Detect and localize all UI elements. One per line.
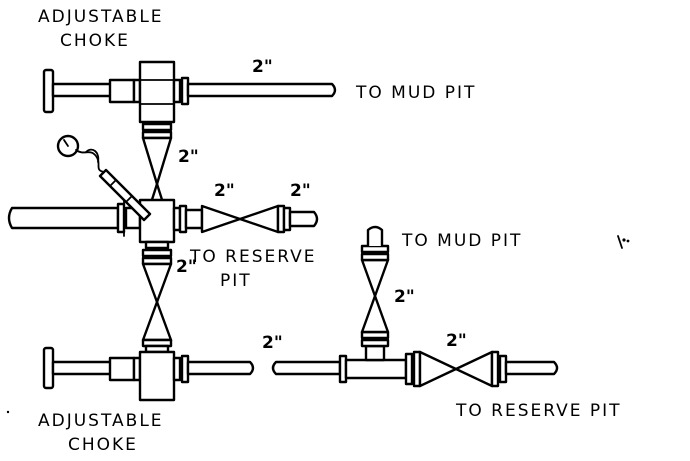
bottom-tee-body	[344, 358, 408, 380]
scan-dot	[6, 410, 10, 414]
label-to-mud-pit-top: TO MUD PIT	[355, 83, 476, 103]
bottom-choke-body	[108, 356, 136, 382]
label-adjustable-choke-top-2: CHOKE	[60, 31, 130, 51]
label-to-reserve-pit-bottom: TO RESERVE PIT	[455, 401, 622, 421]
bottom-right-outlet-pipe	[504, 360, 559, 376]
bottom-cross-fitting	[138, 350, 176, 402]
size-upper-vertical: 2"	[178, 147, 199, 167]
size-lower-vertical: 2"	[176, 257, 197, 277]
size-bottom-connector: 2"	[262, 333, 283, 353]
bottom-choke-stem	[51, 360, 115, 376]
lower-gate-valve	[141, 240, 173, 354]
top-choke-body	[108, 78, 136, 104]
size-bottom-right: 2"	[446, 331, 467, 351]
bottom-connector-pipe	[271, 360, 342, 376]
size-top-line: 2"	[252, 57, 273, 77]
label-to-mud-pit-mid: TO MUD PIT	[401, 231, 522, 251]
label-adjustable-choke-bottom-2: CHOKE	[68, 435, 138, 455]
top-choke-stem	[51, 82, 115, 98]
size-mid-right-end: 2"	[290, 181, 311, 201]
left-blind-pipe	[7, 206, 120, 230]
size-right-vertical: 2"	[394, 287, 415, 307]
riser-to-mud-pit	[366, 225, 384, 246]
middle-cross-fitting	[138, 198, 176, 244]
label-adjustable-choke-bottom-1: ADJUSTABLE	[38, 411, 164, 431]
top-pipe-to-mud-pit	[186, 82, 337, 98]
size-mid-right-valve: 2"	[214, 181, 235, 201]
pressure-gauge	[56, 134, 152, 222]
bottom-right-valve-left	[418, 350, 458, 388]
top-choke-handwheel	[42, 68, 55, 114]
top-adjustable-choke	[42, 60, 337, 124]
label-to-reserve-mid-1: TO RESERVE	[189, 247, 317, 267]
middle-right-valve-right	[238, 204, 280, 234]
bottom-choke-handwheel	[42, 346, 55, 390]
bottom-left-outlet-pipe	[186, 360, 255, 376]
label-adjustable-choke-top-1: ADJUSTABLE	[38, 7, 164, 27]
top-cross-fitting	[138, 60, 176, 124]
gauge-line-coil	[75, 149, 105, 173]
label-to-reserve-mid-2: PIT	[220, 271, 252, 291]
middle-right-valve-left	[200, 204, 242, 234]
bottom-right-valve-right	[454, 350, 494, 388]
middle-right-outlet-pipe	[288, 210, 319, 228]
bottom-right-tee-assembly	[271, 225, 559, 388]
middle-cross-assembly	[7, 198, 319, 244]
bottom-adjustable-choke	[42, 346, 255, 402]
scan-speck	[617, 235, 630, 249]
